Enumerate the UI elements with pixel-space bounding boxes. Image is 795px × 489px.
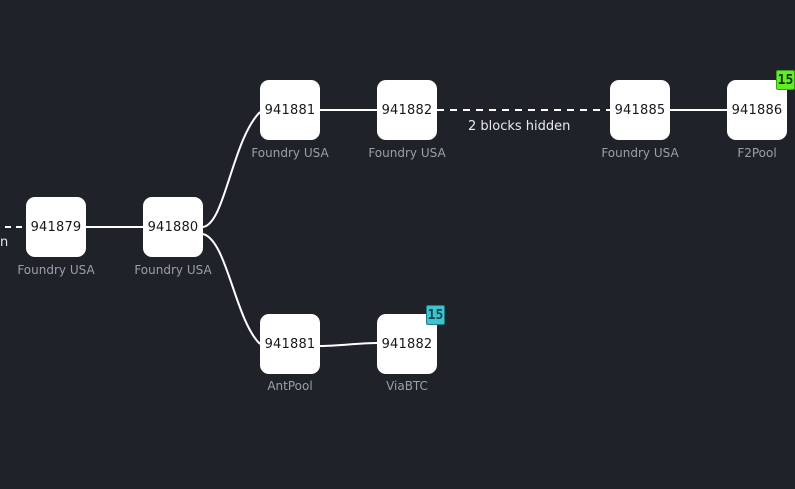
edge-941880-941881-bottom bbox=[202, 233, 261, 345]
block-height: 941880 bbox=[147, 219, 199, 235]
block-height: 941882 bbox=[381, 102, 433, 118]
block-node-941881-bottom[interactable]: 941881 bbox=[260, 314, 320, 374]
block-height: 941879 bbox=[30, 219, 82, 235]
block-pool-label-941880: Foundry USA bbox=[134, 263, 212, 277]
edge-941880-941881-top bbox=[202, 111, 261, 228]
block-node-941882-top[interactable]: 941882 bbox=[377, 80, 437, 140]
block-pool-label-941882-bottom: ViaBTC bbox=[386, 379, 428, 393]
block-height: 941885 bbox=[614, 102, 666, 118]
block-height: 941886 bbox=[731, 102, 783, 118]
block-pool-label-941885: Foundry USA bbox=[601, 146, 679, 160]
block-node-941880[interactable]: 941880 bbox=[143, 197, 203, 257]
block-pool-label-941882-top: Foundry USA bbox=[368, 146, 446, 160]
block-badge-941886[interactable]: 15 bbox=[776, 70, 795, 90]
edge-941881-941882-bottom bbox=[319, 342, 378, 347]
block-node-941885[interactable]: 941885 bbox=[610, 80, 670, 140]
block-node-941886[interactable]: 941886 bbox=[727, 80, 787, 140]
block-badge-941882-bottom[interactable]: 15 bbox=[426, 305, 445, 325]
block-height: 941881 bbox=[264, 102, 316, 118]
block-pool-label-941886: F2Pool bbox=[737, 146, 777, 160]
block-pool-label-941881-top: Foundry USA bbox=[251, 146, 329, 160]
hidden-blocks-label-top: 2 blocks hidden bbox=[468, 119, 571, 134]
block-height: 941882 bbox=[381, 336, 433, 352]
block-height: 941881 bbox=[264, 336, 316, 352]
block-node-941881-top[interactable]: 941881 bbox=[260, 80, 320, 140]
block-pool-label-941881-bottom: AntPool bbox=[267, 379, 313, 393]
block-node-941879[interactable]: 941879 bbox=[26, 197, 86, 257]
block-pool-label-941879: Foundry USA bbox=[17, 263, 95, 277]
hidden-blocks-label-left-clipped: n bbox=[0, 235, 9, 250]
